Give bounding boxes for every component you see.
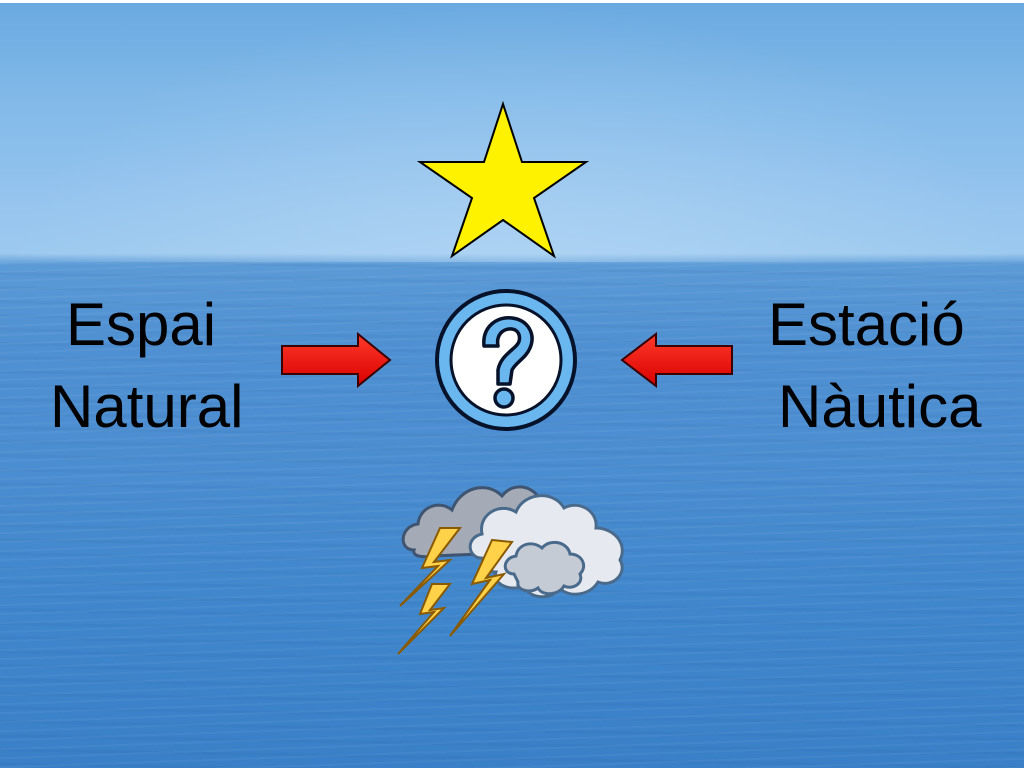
arrow-right-icon [281, 332, 392, 388]
question-mark-glyph [482, 316, 534, 386]
top-border [0, 0, 1024, 3]
star-icon [416, 100, 590, 259]
estacio-nautica-label-line2: Nàutica [778, 373, 982, 440]
question-mark-icon [435, 289, 577, 431]
arrow-left-icon [620, 332, 733, 388]
lightning-bolt [449, 538, 514, 637]
estacio-nautica-label-line1: Estació [768, 291, 965, 358]
small-cloud [503, 540, 586, 596]
star-body [416, 100, 590, 259]
lightning-bolt [397, 583, 453, 655]
espai-natural-label-line1: Espai [66, 291, 217, 358]
storm-cloud-icon [397, 485, 624, 655]
lightning-bolt [399, 527, 463, 607]
espai-natural-label-line2: Natural [50, 373, 244, 440]
